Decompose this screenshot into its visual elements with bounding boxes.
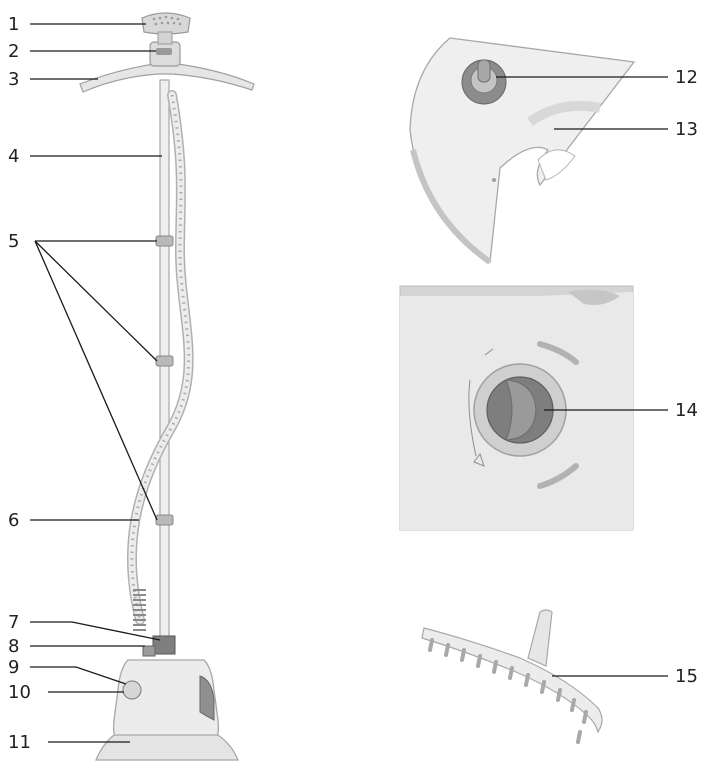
callout-3: 3 (8, 69, 19, 90)
callout-15: 15 (675, 666, 698, 687)
callout-10: 10 (8, 682, 31, 703)
callout-4: 4 (8, 146, 19, 167)
leader-5b (35, 241, 157, 361)
callout-2: 2 (8, 41, 19, 62)
callout-14: 14 (675, 400, 698, 421)
water-tank-lid-drawing (410, 38, 634, 262)
brush-clip (528, 610, 552, 666)
hanger-lock-button (156, 48, 172, 55)
callout-13: 13 (675, 119, 698, 140)
callout-6: 6 (8, 510, 19, 531)
pole-release-button (143, 646, 155, 656)
callout-5: 5 (8, 231, 19, 252)
callout-11: 11 (8, 732, 31, 753)
base-foot (96, 735, 238, 760)
leader-9 (30, 667, 126, 684)
lid-screw (492, 178, 496, 182)
leader-5c (35, 241, 157, 520)
callout-7: 7 (8, 612, 19, 633)
callout-9: 9 (8, 657, 19, 678)
tank-cap-closeup-drawing (400, 286, 633, 530)
garment-steamer-drawing (80, 13, 254, 760)
hose-spring (133, 590, 146, 630)
tank-lid-body (410, 38, 634, 262)
valve-stem (478, 60, 490, 82)
callout-1: 1 (8, 14, 19, 35)
pole-clip-lower (156, 515, 173, 525)
steam-head-neck (158, 32, 172, 44)
pole-clip-upper (156, 236, 173, 246)
callout-8: 8 (8, 636, 19, 657)
pole-clip-middle (156, 356, 173, 366)
callout-12: 12 (675, 67, 698, 88)
